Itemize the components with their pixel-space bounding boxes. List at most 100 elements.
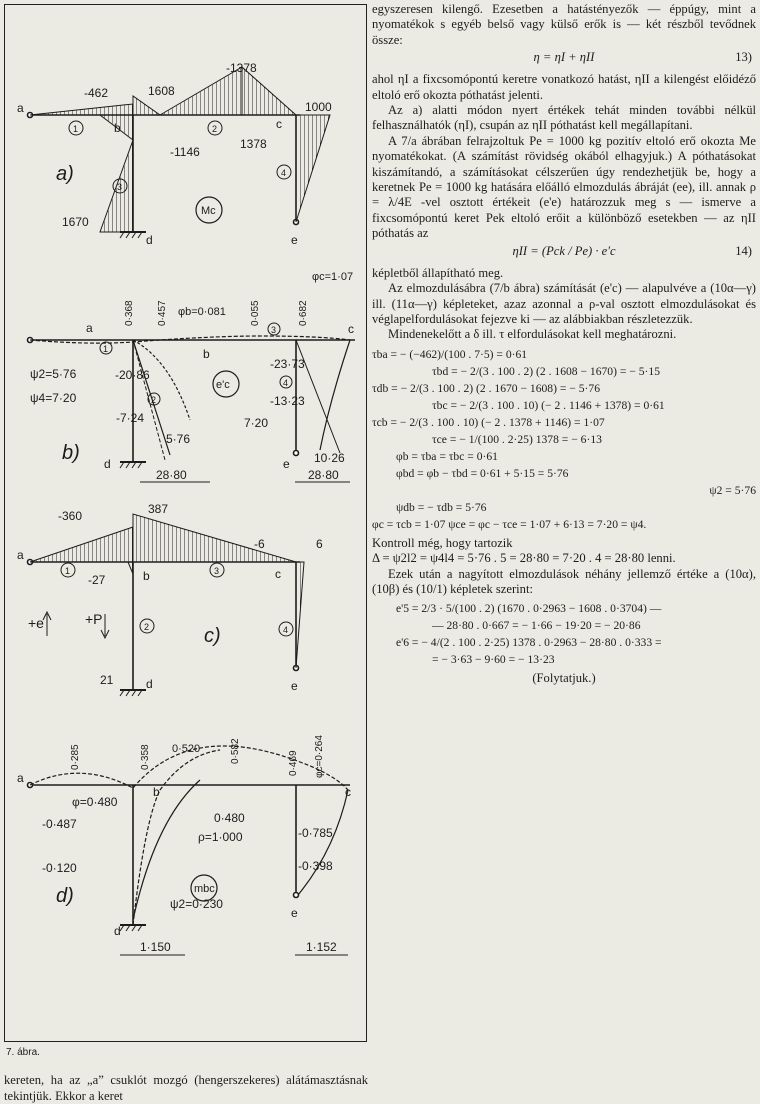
d-top-0520: 0·520 xyxy=(172,743,200,755)
b-val-2373: -23·73 xyxy=(270,357,305,371)
bar-1: 1 xyxy=(73,124,78,134)
node-b-d: b xyxy=(153,785,160,799)
node-b-c: b xyxy=(143,569,150,583)
calculation-block: τba = − (−462)/(100 . 7·5) = 0·61 τbd = … xyxy=(372,346,756,533)
d-phi: φ=0·480 xyxy=(72,795,118,809)
calc-line: τdb = − 2/(3 . 100 . 2) (2 . 1670 − 1608… xyxy=(372,381,600,395)
bar-4: 4 xyxy=(281,168,286,178)
bar-3: 3 xyxy=(117,182,122,192)
equation-14-body: ηII = (Pck / Pe) · e'c xyxy=(512,243,616,258)
calc-line: ψdb = − τdb = 5·76 xyxy=(396,500,487,514)
bar-4-c: 4 xyxy=(283,625,288,635)
b-val-576: 5·76 xyxy=(166,432,190,446)
d-top-0469: 0·469 xyxy=(288,750,299,776)
calc-line: φc = τcb = 1·07 ψce = φc − τce = 1·07 + … xyxy=(372,517,647,531)
val-a-1608: 1608 xyxy=(148,84,175,98)
panel-c-label: c) xyxy=(204,625,221,647)
calc-line: ψ2 = 5·76 xyxy=(709,483,756,497)
calc-line: τba = − (−462)/(100 . 7·5) = 0·61 xyxy=(372,347,528,361)
d-val-0487: -0·487 xyxy=(42,817,77,831)
calc-line: e'5 = 2/3 · 5/(100 . 2) (1670 . 0·2963 −… xyxy=(396,602,662,616)
b-psi2: ψ2=5·76 xyxy=(30,367,77,381)
d-psi2: ψ2=0·230 xyxy=(170,897,223,911)
node-d: d xyxy=(146,233,153,247)
b-dim-left: 28·80 xyxy=(156,468,187,482)
node-c-d: c xyxy=(345,785,351,799)
panel-a-moment: Mc xyxy=(201,205,216,217)
bar-2: 2 xyxy=(212,124,217,134)
equation-13-number: 13) xyxy=(735,50,752,65)
panel-b xyxy=(26,322,355,483)
calc-line: e'6 = − 4/(2 . 100 . 2·25) 1378 . 0·2963… xyxy=(396,636,662,650)
figure-frame xyxy=(4,4,367,1042)
calc-line: φb = τba = τbc = 0·61 xyxy=(396,449,498,463)
paragraph-3: Az a) alatti módon nyert értékek tehát m… xyxy=(372,103,756,133)
equation-13-body: η = ηI + ηII xyxy=(533,50,595,65)
node-c: c xyxy=(276,117,282,131)
c-val-387: 387 xyxy=(148,502,168,516)
calc-line: τbd = − 2/(3 . 100 . 2) (2 . 1608 − 1670… xyxy=(432,364,660,378)
b-val-724: -7·24 xyxy=(116,411,144,425)
paragraph-7: Mindenekelőtt a δ ill. τ elfordulásokat … xyxy=(388,327,677,342)
calc-line: τcb = − 2/(3 . 100 . 10) (− 2 . 1378 + 1… xyxy=(372,415,605,429)
c-val-6b: 6 xyxy=(316,537,323,551)
d-dim-left: 1·150 xyxy=(140,940,171,954)
node-a-d: a xyxy=(17,771,24,785)
node-c-b: c xyxy=(348,322,354,336)
structural-figure: a b c d e 1 2 3 4 -462 1608 -1378 1000 -… xyxy=(17,61,355,956)
paragraph-9: Δ = ψ2l2 = ψ4l4 = 5·76 . 5 = 28·80 = 7·2… xyxy=(372,551,676,566)
bar-3-b: 3 xyxy=(271,325,276,335)
c-sign-e: +e xyxy=(28,615,44,631)
c-val-360: -360 xyxy=(58,509,82,523)
bar-2-c: 2 xyxy=(144,622,149,632)
equation-13: η = ηI + ηII 13) xyxy=(372,50,756,70)
paragraph-2: ahol ηI a fixcsomópontú keretre vonatkoz… xyxy=(372,72,756,102)
displacement-calc: e'5 = 2/3 · 5/(100 . 2) (1670 . 0·2963 −… xyxy=(372,600,756,668)
val-a-462: -462 xyxy=(84,86,108,100)
calc-line: = − 3·63 − 9·60 = − 13·23 xyxy=(432,653,555,667)
b-top-0457: 0·457 xyxy=(157,300,168,326)
paragraph-5: képletből állapítható meg. xyxy=(372,265,504,280)
c-val-21: 21 xyxy=(100,673,114,687)
panel-a-labels: a b c d e 1 2 3 4 -462 1608 -1378 1000 -… xyxy=(17,61,332,247)
b-dim-right: 28·80 xyxy=(308,468,339,482)
node-a: a xyxy=(17,101,24,115)
equation-14: ηII = (Pck / Pe) · e'c 14) xyxy=(372,244,756,264)
d-phi-c: φc=0·264 xyxy=(314,735,325,778)
calc-line: τce = − 1/(100 . 2·25) 1378 = − 6·13 xyxy=(432,432,602,446)
d-top-0582: 0·582 xyxy=(230,738,241,764)
d-top-0358: 0·358 xyxy=(140,744,151,770)
c-val-6: -6 xyxy=(254,537,265,551)
continued-note: (Folytatjuk.) xyxy=(532,671,596,686)
b-phi-b: φb=0·081 xyxy=(178,306,226,318)
b-top-0682: 0·682 xyxy=(298,300,309,326)
c-val-27: -27 xyxy=(88,573,106,587)
val-a-1670: 1670 xyxy=(62,215,89,229)
b-top-0368: 0·368 xyxy=(124,300,135,326)
figure-caption: 7. ábra. xyxy=(6,1047,40,1058)
calc-line: τbc = − 2/(3 . 100 . 10) (− 2 . 1146 + 1… xyxy=(432,398,665,412)
d-val-0120: -0·120 xyxy=(42,861,77,875)
d-val-0480: 0·480 xyxy=(214,811,245,825)
node-e-d: e xyxy=(291,906,298,920)
bar-4-b: 4 xyxy=(283,378,288,388)
b-val-720: 7·20 xyxy=(244,416,268,430)
node-e-b: e xyxy=(283,457,290,471)
node-e: e xyxy=(291,233,298,247)
node-d-c: d xyxy=(146,677,153,691)
val-a-1000: 1000 xyxy=(305,100,332,114)
equation-14-number: 14) xyxy=(735,243,752,258)
b-top-0055: 0·055 xyxy=(250,300,261,326)
node-b-b: b xyxy=(203,347,210,361)
panel-d-moment: mbc xyxy=(194,883,215,895)
calc-line: φbd = φb − τbd = 0·61 + 5·15 = 5·76 xyxy=(396,466,569,480)
paragraph-10: Ezek után a nagyított elmozdulások néhán… xyxy=(372,566,756,596)
paragraph-6: Az elmozdulásábra (7/b ábra) számítását … xyxy=(372,281,756,326)
bottom-paragraph: kereten, ha az „a” csuklót mozgó (henger… xyxy=(4,1073,368,1103)
node-a-c: a xyxy=(17,548,24,562)
paragraph-8: Kontroll még, hogy tartozik xyxy=(372,535,513,550)
d-top-0285: 0·285 xyxy=(70,744,81,770)
panel-d-label: d) xyxy=(56,885,74,907)
node-d-d: d xyxy=(114,924,121,938)
panel-b-labels: a b c d e 1 3 2 4 0·368 0·457 0·055 0·68… xyxy=(30,271,354,482)
